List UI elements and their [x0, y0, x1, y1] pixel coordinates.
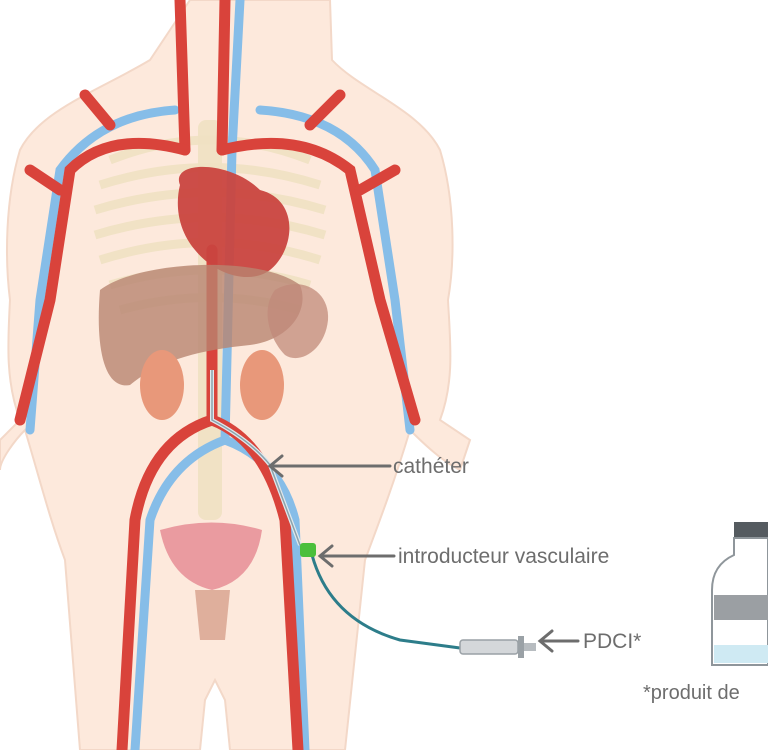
arrow-pdci: [540, 631, 578, 651]
syringe-icon: [460, 636, 536, 658]
footnote-label: *produit de: [643, 683, 740, 703]
introducer-label: introducteur vasculaire: [398, 546, 609, 567]
kidney-right: [240, 350, 284, 420]
pelvic-organs: [195, 590, 230, 640]
pdci-label: PDCI*: [583, 631, 641, 652]
kidney-left: [140, 350, 184, 420]
contrast-bottle-icon: [712, 522, 768, 665]
introducer-hub: [300, 543, 316, 557]
catheter-label: cathéter: [393, 456, 469, 477]
